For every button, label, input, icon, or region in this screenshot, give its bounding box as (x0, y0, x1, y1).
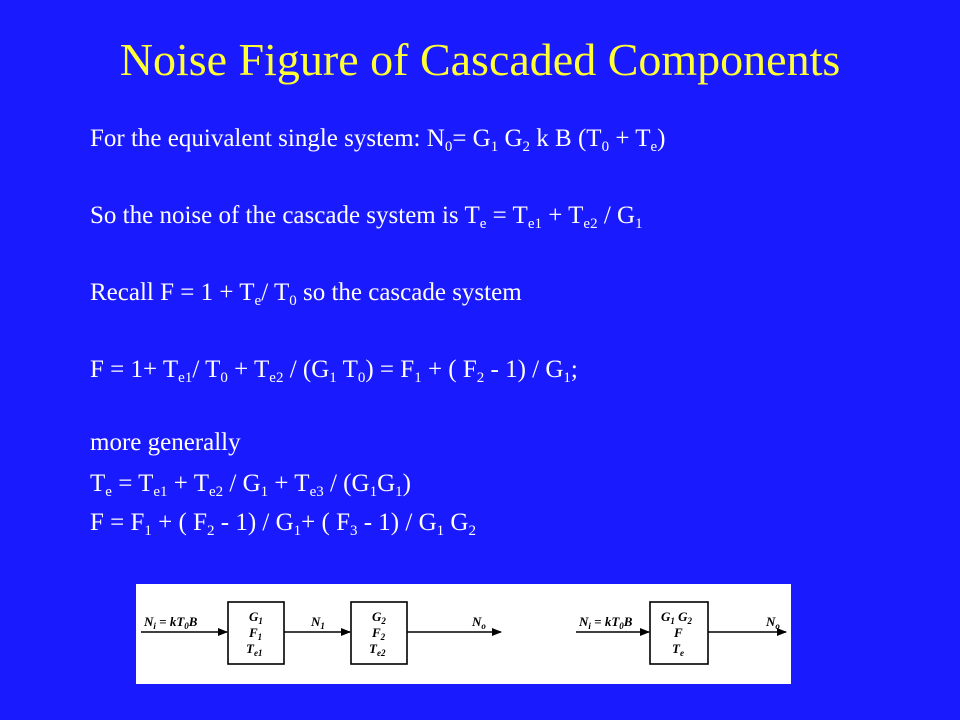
input-label: Ni = kT0B (143, 614, 198, 631)
block2-gain: G2 (372, 609, 386, 626)
equation-line-7: F = F1 + ( F2 - 1) / G1+ ( F3 - 1) / G1 … (90, 509, 476, 539)
equation-line-5: more generally (90, 429, 241, 456)
equation-line-1: For the equivalent single system: N0= G1… (90, 125, 666, 155)
equivalent-temperature: Te (672, 641, 684, 658)
equation-line-4: F = 1+ Te1/ T0 + Te2 / (G1 T0) = F1 + ( … (90, 356, 578, 386)
equivalent-gain: G1 G2 (661, 609, 693, 626)
cascade-block-diagram: Ni = kT0B G1 F1 Te1 N1 G2 F2 Te2 No Ni =… (136, 584, 791, 684)
equivalent-output-label: No (765, 614, 780, 631)
equation-line-2: So the noise of the cascade system is Te… (90, 202, 643, 232)
block1-gain: G1 (249, 609, 263, 626)
block1-noise-figure: F1 (248, 625, 262, 642)
block2-temperature: Te2 (369, 641, 386, 658)
output-label: No (471, 614, 486, 631)
block1-temperature: Te1 (246, 641, 262, 658)
equivalent-noise-figure: F (673, 625, 683, 640)
equation-line-6: Te = Te1 + Te2 / G1 + Te3 / (G1G1) (90, 470, 411, 500)
page-title: Noise Figure of Cascaded Components (119, 34, 841, 85)
component-block-2 (350, 601, 408, 665)
block2-noise-figure: F2 (371, 625, 386, 642)
component-block-1 (227, 601, 285, 665)
equation-line-3: Recall F = 1 + Te/ T0 so the cascade sys… (90, 279, 522, 309)
mid-label: N1 (310, 614, 325, 631)
equivalent-block (649, 601, 709, 665)
equivalent-input-label: Ni = kT0B (578, 614, 633, 631)
